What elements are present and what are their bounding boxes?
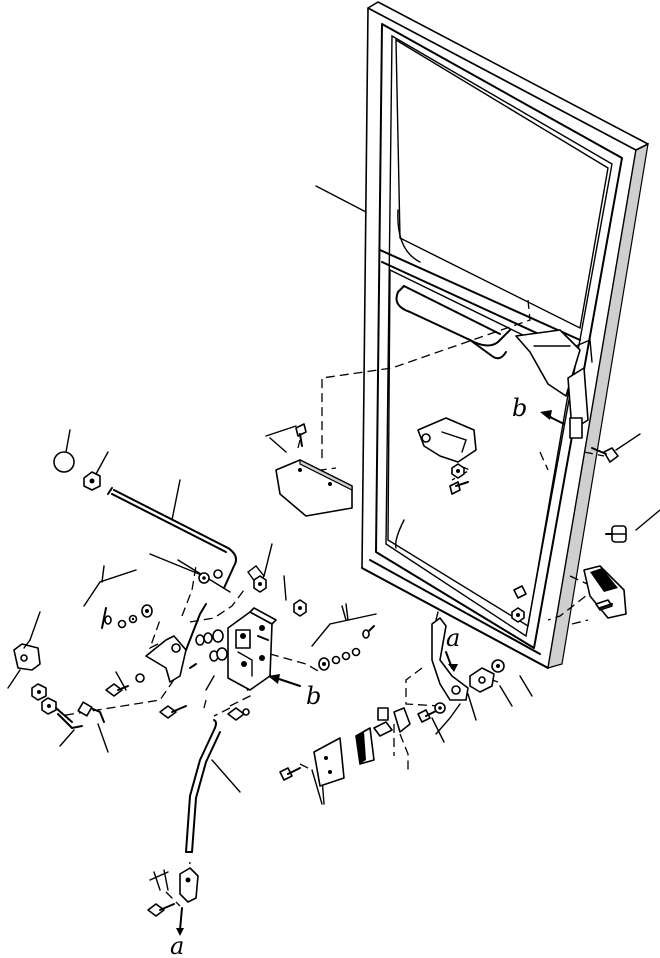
inside-handle — [395, 285, 511, 360]
bent-pin — [55, 701, 105, 729]
lock-body — [227, 607, 277, 691]
arrow-b-lower — [268, 674, 301, 687]
arrow-b-upper — [540, 410, 565, 425]
striker-plate — [275, 459, 353, 517]
mounting-plate — [279, 737, 345, 787]
frame-hinge — [417, 417, 477, 463]
ball-knob — [53, 451, 75, 473]
callout-a-bottom: a — [170, 932, 184, 958]
bolts-upper — [295, 423, 469, 495]
bolts-left — [105, 683, 250, 721]
callout-b-upper: b — [512, 394, 527, 422]
rod-washers — [198, 565, 267, 593]
fasteners-center-right — [355, 702, 446, 765]
hinge-bracket-right — [583, 565, 627, 619]
arrow-a-bottom — [176, 907, 184, 936]
bolt-right-upper — [591, 447, 619, 463]
leader-lines — [7, 185, 660, 891]
washer-set-left — [101, 604, 153, 629]
hex-nut — [83, 471, 101, 491]
callout-b-lower: b — [306, 682, 321, 710]
rod-end — [147, 867, 199, 917]
vertical-rod — [185, 719, 221, 853]
lever-nuts — [469, 659, 505, 693]
callout-a-mid: a — [446, 624, 460, 652]
hinge-pin — [605, 525, 627, 543]
arrow-a-mid — [445, 651, 458, 672]
washer-stack-center — [189, 629, 228, 669]
lock-lever-arm — [431, 611, 469, 701]
group-braces — [83, 425, 461, 881]
lock-bracket — [515, 329, 593, 439]
left-bracket — [13, 639, 41, 671]
control-rod — [107, 487, 237, 589]
left-nuts — [31, 683, 57, 715]
small-nut — [293, 599, 307, 617]
bolt-frame-lower — [511, 585, 527, 623]
washer-set-right — [318, 625, 375, 671]
latch-lever — [135, 603, 207, 683]
